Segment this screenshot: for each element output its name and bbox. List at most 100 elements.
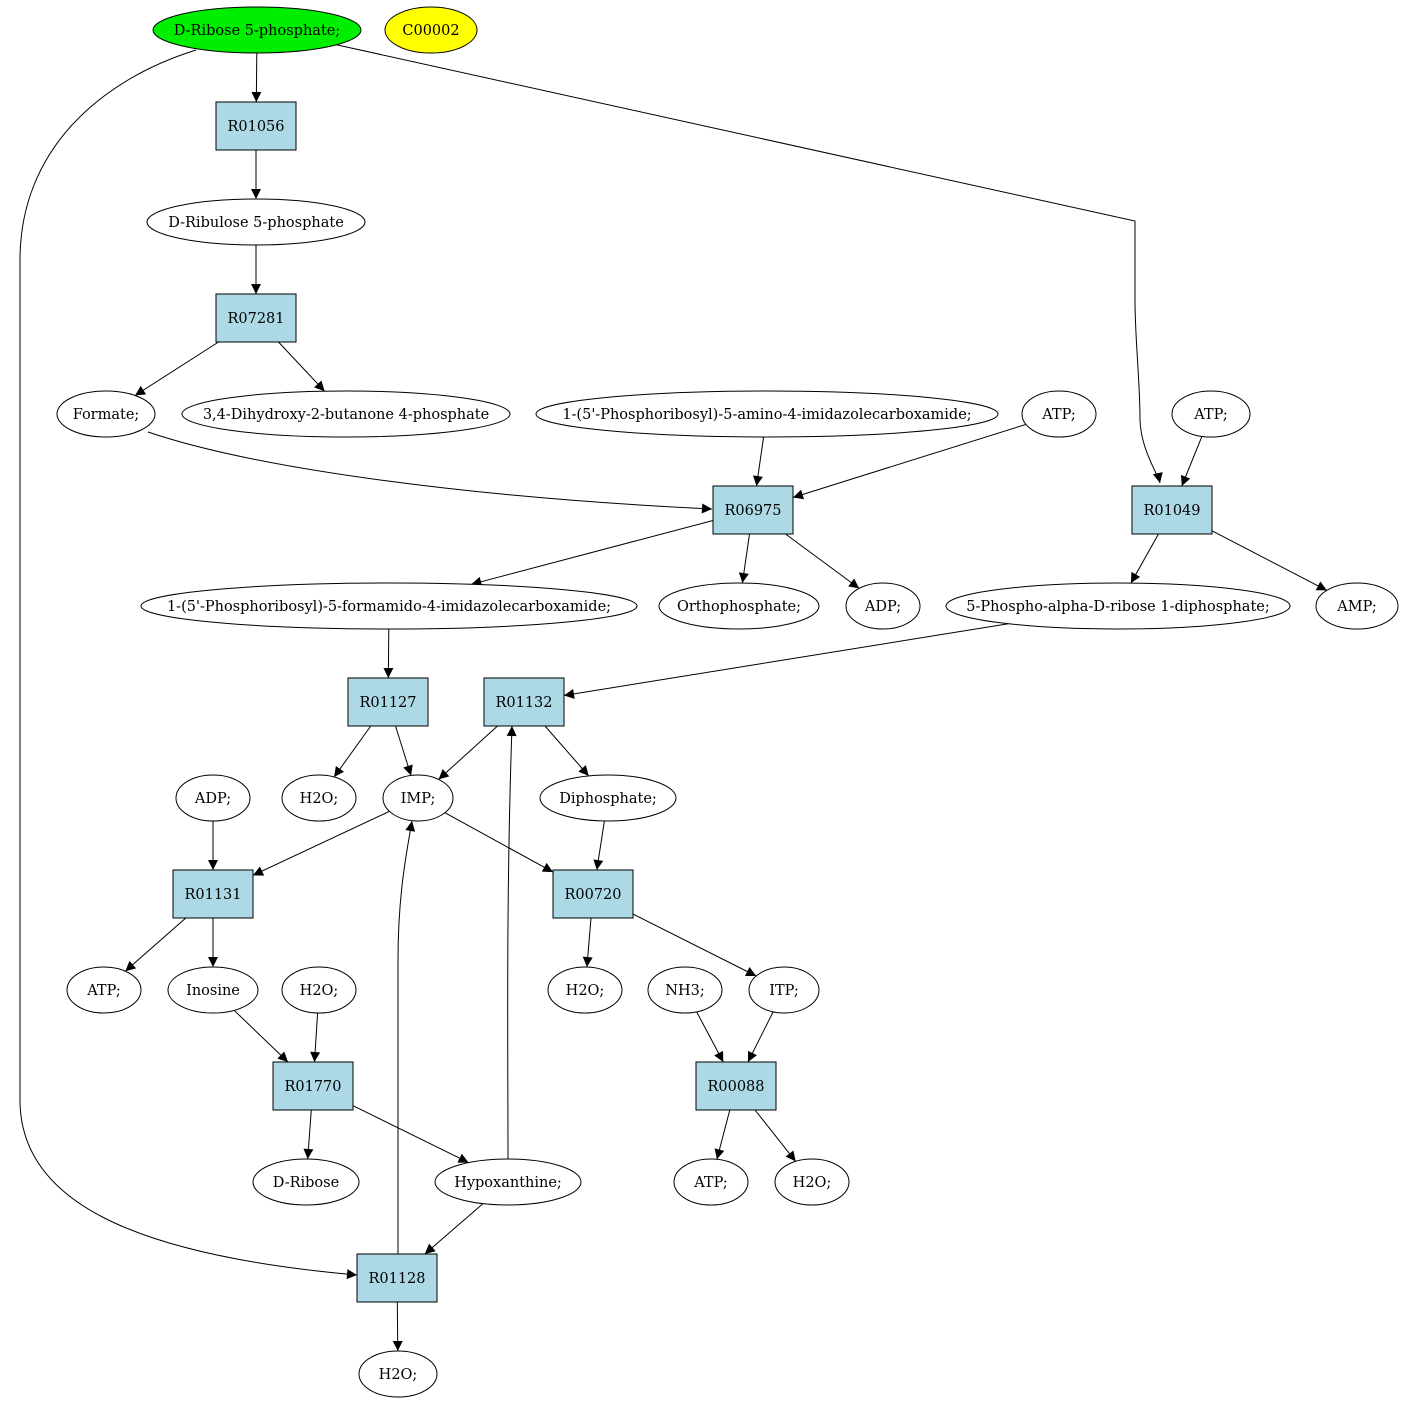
node-label: ATP; — [693, 1175, 727, 1191]
edge-n1-n3 — [251, 52, 262, 103]
compound-node-n7[interactable]: 3,4-Dihydroxy-2-butanone 4-phosphate — [181, 390, 511, 438]
reaction-node-n25[interactable]: R00720 — [552, 869, 634, 919]
edge-n1-n38 — [19, 49, 358, 1280]
edge-n8-n11 — [752, 436, 765, 487]
reaction-box — [347, 677, 429, 727]
compound-ellipse — [845, 582, 921, 630]
edge-n32-n34 — [303, 1109, 314, 1160]
compound-ellipse — [673, 1158, 749, 1206]
reaction-node-n3[interactable]: R01056 — [215, 101, 297, 151]
reaction-box — [695, 1061, 777, 1111]
compound-ellipse — [281, 966, 357, 1014]
reaction-node-n19[interactable]: R01132 — [483, 677, 565, 727]
edge-n31-n33 — [747, 1011, 774, 1063]
compound-node-n10[interactable]: ATP; — [1171, 390, 1251, 438]
reaction-node-n38[interactable]: R01128 — [356, 1253, 438, 1303]
compound-ellipse — [1315, 582, 1399, 630]
reaction-node-n33[interactable]: R00088 — [695, 1061, 777, 1111]
node-label: R00720 — [564, 887, 621, 903]
compound-node-n20[interactable]: ADP; — [175, 774, 251, 822]
node-label: NH3; — [665, 983, 704, 999]
compound-node-n4[interactable]: D-Ribulose 5-phosphate — [146, 198, 366, 246]
node-label: Diphosphate; — [559, 791, 657, 807]
node-label: D-Ribose — [273, 1175, 339, 1191]
compound-ellipse — [1171, 390, 1251, 438]
edge-n19-n23 — [544, 725, 590, 777]
node-label: R01770 — [284, 1079, 341, 1095]
compound-node-n34[interactable]: D-Ribose — [252, 1158, 360, 1206]
node-label: R07281 — [227, 311, 284, 327]
node-label: Inosine — [186, 983, 240, 999]
node-label: R01128 — [368, 1271, 425, 1287]
compound-node-n21[interactable]: H2O; — [281, 774, 357, 822]
compound-node-n26[interactable]: ATP; — [66, 966, 142, 1014]
compound-node-n17[interactable]: AMP; — [1315, 582, 1399, 630]
node-label: R01049 — [1143, 503, 1200, 519]
compound-node-n13[interactable]: 1-(5'-Phosphoribosyl)-5-formamido-4-imid… — [140, 582, 638, 630]
edge-n18-n22 — [395, 725, 413, 776]
compound-node-n39[interactable]: H2O; — [358, 1350, 438, 1398]
edge-n38-n39 — [392, 1301, 403, 1352]
compound-node-n30[interactable]: NH3; — [647, 966, 723, 1014]
compound-node-n9[interactable]: ATP; — [1021, 390, 1097, 438]
compound-node-n28[interactable]: H2O; — [281, 966, 357, 1014]
edge-n11-n15 — [785, 533, 860, 589]
edge-n12-n17 — [1211, 530, 1328, 591]
reaction-node-n5[interactable]: R07281 — [215, 293, 297, 343]
compound-node-n29[interactable]: H2O; — [547, 966, 623, 1014]
compound-node-n15[interactable]: ADP; — [845, 582, 921, 630]
compound-node-n16[interactable]: 5-Phospho-alpha-D-ribose 1-diphosphate; — [945, 582, 1291, 630]
reaction-box — [215, 101, 297, 151]
compound-ellipse — [384, 6, 478, 54]
compound-ellipse — [175, 774, 251, 822]
compound-ellipse — [539, 774, 677, 822]
compound-node-n23[interactable]: Diphosphate; — [539, 774, 677, 822]
edge-n35-n38 — [424, 1203, 484, 1255]
edge-n23-n25 — [593, 820, 605, 871]
reaction-node-n18[interactable]: R01127 — [347, 677, 429, 727]
edge-n28-n32 — [310, 1012, 321, 1063]
reaction-node-n32[interactable]: R01770 — [272, 1061, 354, 1111]
compound-ellipse — [167, 966, 259, 1014]
reaction-box — [356, 1253, 438, 1303]
start-compound-node-n1[interactable]: D-Ribose 5-phosphate; — [152, 6, 362, 54]
reaction-node-n24[interactable]: R01131 — [172, 869, 254, 919]
query-compound-node-n2[interactable]: C00002 — [384, 6, 478, 54]
compound-ellipse — [658, 582, 820, 630]
compound-ellipse — [547, 966, 623, 1014]
edge-n22-n24 — [252, 810, 390, 876]
node-label: D-Ribulose 5-phosphate — [168, 215, 344, 231]
reaction-box — [712, 485, 794, 535]
reaction-box — [483, 677, 565, 727]
node-label: 1-(5'-Phosphoribosyl)-5-amino-4-imidazol… — [562, 407, 971, 423]
node-label: Formate; — [73, 407, 140, 423]
edge-n11-n14 — [738, 533, 750, 584]
node-label: AMP; — [1336, 599, 1376, 615]
compound-ellipse — [358, 1350, 438, 1398]
compound-node-n35[interactable]: Hypoxanthine; — [434, 1158, 582, 1206]
compound-node-n8[interactable]: 1-(5'-Phosphoribosyl)-5-amino-4-imidazol… — [535, 390, 999, 438]
edge-n16-n19 — [563, 623, 1009, 699]
edge-n35-n19 — [506, 725, 517, 1160]
compound-ellipse — [945, 582, 1291, 630]
node-label: 5-Phospho-alpha-D-ribose 1-diphosphate; — [966, 599, 1270, 615]
compound-node-n37[interactable]: H2O; — [774, 1158, 850, 1206]
compound-node-n6[interactable]: Formate; — [56, 390, 156, 438]
compound-node-n31[interactable]: ITP; — [748, 966, 820, 1014]
reaction-node-n12[interactable]: R01049 — [1131, 485, 1213, 535]
node-label: H2O; — [300, 791, 339, 807]
node-label: ADP; — [194, 791, 231, 807]
node-label: R00088 — [707, 1079, 764, 1095]
edge-n11-n13 — [471, 520, 714, 587]
compound-node-n27[interactable]: Inosine — [167, 966, 259, 1014]
compound-node-n22[interactable]: IMP; — [382, 774, 454, 822]
compound-ellipse — [647, 966, 723, 1014]
node-label: IMP; — [401, 791, 436, 807]
edge-n33-n36 — [714, 1109, 731, 1160]
compound-node-n36[interactable]: ATP; — [673, 1158, 749, 1206]
reaction-box — [1131, 485, 1213, 535]
compound-node-n14[interactable]: Orthophosphate; — [658, 582, 820, 630]
node-label: ATP; — [1041, 407, 1075, 423]
reaction-node-n11[interactable]: R06975 — [712, 485, 794, 535]
node-label: R01056 — [227, 119, 284, 135]
